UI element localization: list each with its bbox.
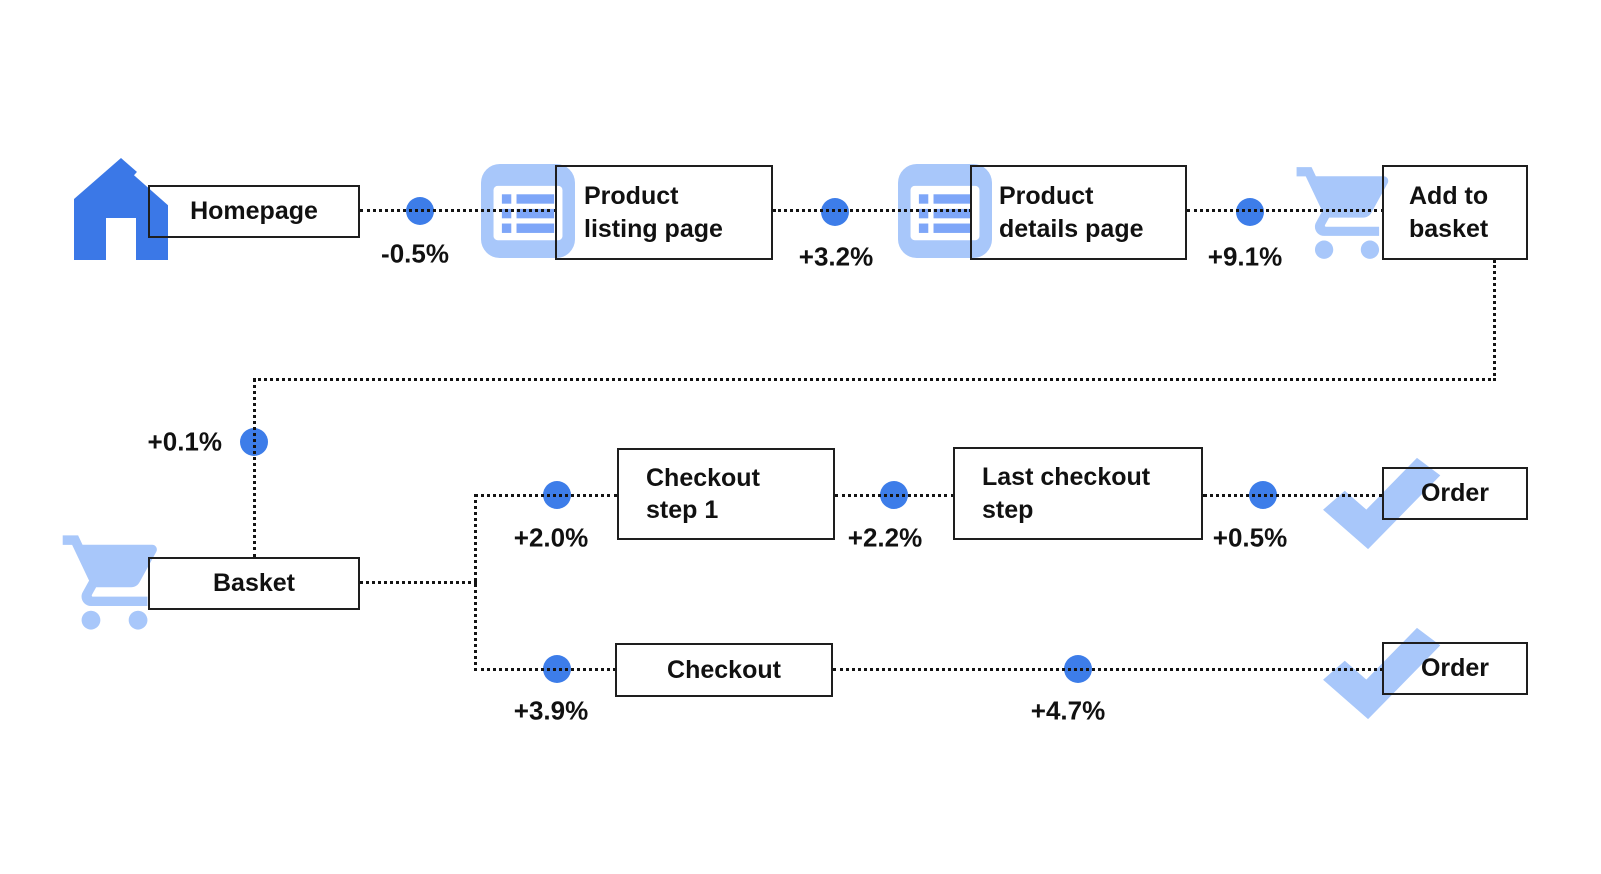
delta-label: +3.9%	[513, 695, 589, 726]
delta-label: +4.7%	[1030, 695, 1106, 726]
connector-lastcheckout-order	[1203, 494, 1383, 497]
connector-checkoutstep1-lastcheckout	[835, 494, 954, 497]
node-label: Order	[1420, 654, 1490, 683]
node-add-to-basket: Add to basket	[1382, 165, 1528, 260]
connector-down-to-basket	[253, 378, 256, 558]
connector-return-horizontal	[253, 378, 1496, 381]
node-label: Add to basket	[1409, 182, 1489, 243]
connector-homepage-plp	[360, 209, 557, 212]
node-basket: Basket	[148, 557, 360, 610]
node-product-details-page: Product details page	[970, 165, 1187, 260]
node-label: Product listing page	[584, 182, 723, 243]
node-label: Basket	[213, 569, 295, 598]
delta-label: -0.5%	[381, 238, 449, 269]
cart-icon	[1296, 167, 1389, 259]
delta-label: +2.0%	[513, 522, 589, 553]
connector-basket-split	[360, 581, 477, 584]
node-checkout: Checkout	[615, 643, 833, 697]
connector-checkout-order	[833, 668, 1383, 671]
delta-label: +0.1%	[147, 426, 222, 457]
node-product-listing-page: Product listing page	[555, 165, 773, 260]
node-label: Checkout step 1	[646, 463, 760, 525]
connector-split-checkout	[474, 668, 616, 671]
connector-split-checkoutstep1	[474, 494, 618, 497]
node-label: Last checkout step	[982, 463, 1151, 524]
delta-label: +3.2%	[798, 241, 874, 272]
node-label: Homepage	[190, 197, 318, 226]
node-order-top: Order	[1382, 467, 1528, 520]
check-icon	[1323, 457, 1441, 550]
connector-split-vertical	[474, 494, 477, 671]
node-label: Checkout	[667, 655, 781, 684]
delta-label: +0.5%	[1212, 522, 1288, 553]
delta-label: +9.1%	[1207, 241, 1283, 272]
cart-icon	[62, 535, 157, 630]
delta-label: +2.2%	[847, 522, 923, 553]
delta-dot	[1236, 198, 1264, 226]
home-icon	[74, 158, 168, 260]
check-icon	[1323, 627, 1441, 720]
connector-pdp-addtobasket	[1187, 209, 1384, 212]
node-order-bottom: Order	[1382, 642, 1528, 695]
node-label: Product details page	[999, 182, 1144, 243]
node-homepage: Homepage	[148, 185, 360, 238]
connector-addtobasket-down	[1493, 260, 1496, 381]
delta-dot	[821, 198, 849, 226]
node-label: Order	[1420, 479, 1490, 508]
connector-plp-pdp	[773, 209, 972, 212]
node-last-checkout-step: Last checkout step	[953, 447, 1203, 540]
node-checkout-step-1: Checkout step 1	[617, 448, 835, 540]
